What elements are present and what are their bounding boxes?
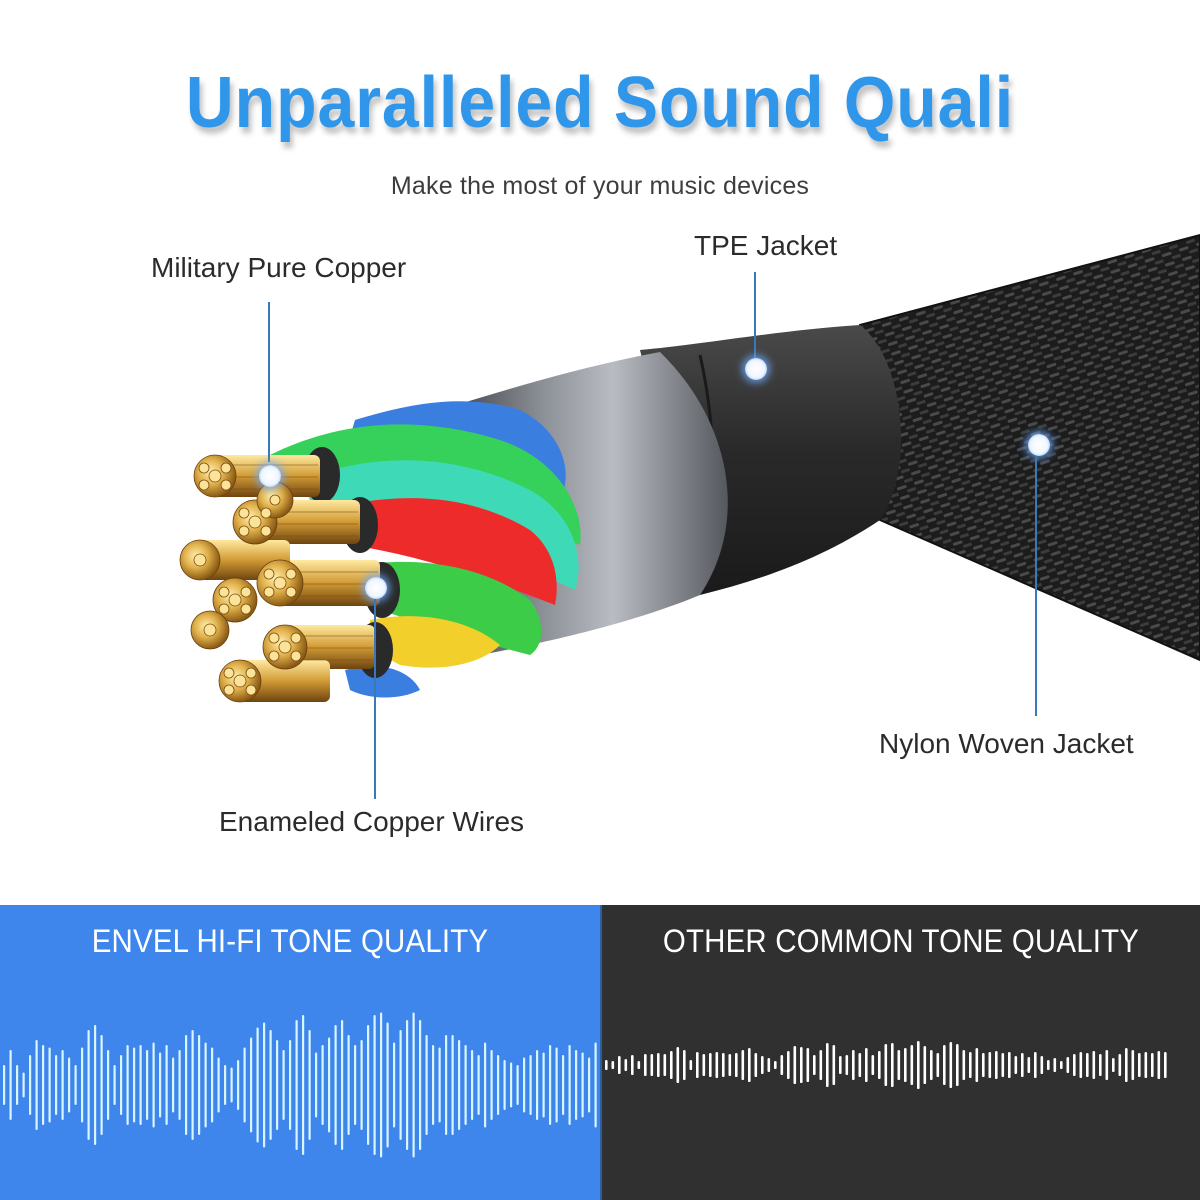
callout-label-military-pure-copper: Military Pure Copper (151, 252, 407, 283)
callout-line-military-pure-copper (268, 302, 270, 462)
page-title: Unparalleled Sound Quali (185, 63, 1015, 143)
callout-label-nylon-woven-jacket: Nylon Woven Jacket (879, 728, 1134, 759)
cable-illustration (179, 233, 1200, 703)
cable-cross-section-graphic (179, 233, 1200, 703)
callout-line-tpe-jacket (754, 272, 756, 362)
callout-line-enameled-copper-wires (374, 599, 376, 799)
callout-label-enameled-copper-wires: Enameled Copper Wires (219, 806, 525, 837)
hifi-tone-panel: ENVEL HI-FI TONE QUALITY (0, 905, 600, 1200)
hifi-waveform-graphic (3, 1012, 597, 1158)
callout-label-tpe-jacket: TPE Jacket (694, 230, 838, 261)
callout-marker-dot-icon (365, 577, 387, 599)
page-subtitle: Make the most of your music devices (390, 172, 810, 200)
common-tone-panel: OTHER COMMON TONE QUALITY (600, 905, 1200, 1200)
callout-marker-dot-icon (1028, 434, 1050, 456)
common-tone-title: OTHER COMMON TONE QUALITY (662, 923, 1140, 959)
hifi-tone-title: ENVEL HI-FI TONE QUALITY (91, 923, 489, 959)
common-waveform-graphic (605, 1041, 1167, 1089)
callout-marker-dot-icon (259, 465, 281, 487)
callout-line-nylon-woven-jacket (1035, 456, 1037, 716)
callout-marker-dot-icon (745, 358, 767, 380)
